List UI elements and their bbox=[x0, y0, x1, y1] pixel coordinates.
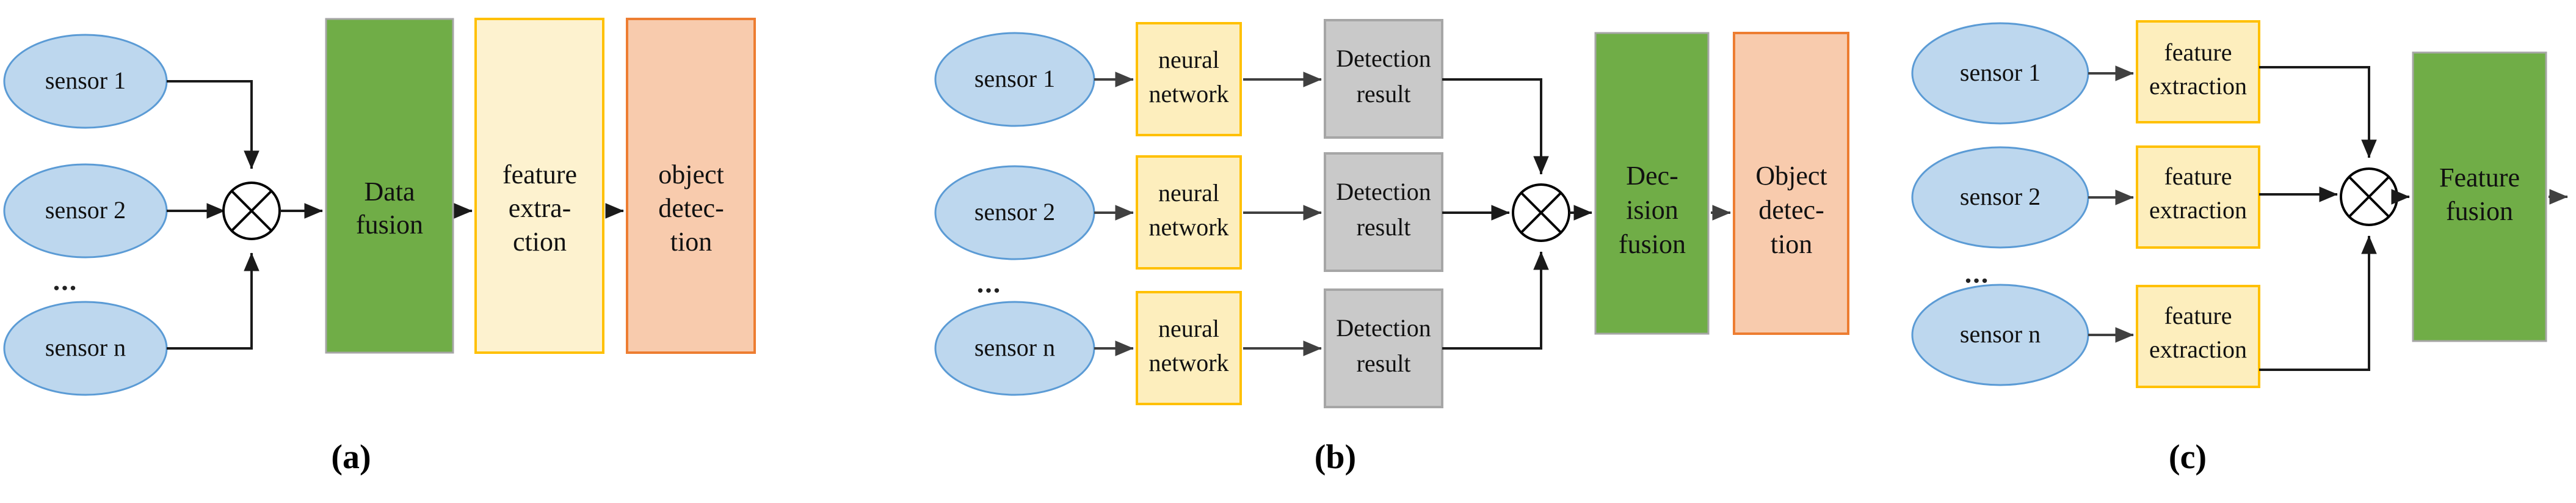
stage-line-3: fusion bbox=[1619, 229, 1686, 259]
panel-c-fusion-operator-icon bbox=[2340, 167, 2398, 226]
neural-network-box[interactable] bbox=[1136, 22, 1242, 136]
network-line-2: network bbox=[1148, 349, 1228, 376]
feature-extraction-box[interactable] bbox=[2136, 20, 2260, 123]
panel-a-edge-sensor1-to-fusion bbox=[167, 80, 259, 169]
result-line-1: Detection bbox=[1336, 314, 1431, 342]
panel-a-sensor-1[interactable]: sensor 1 bbox=[3, 34, 168, 129]
panel-c-row-1: sensor 1 feature extraction bbox=[1911, 20, 2377, 158]
stage-box[interactable] bbox=[2412, 51, 2547, 342]
panel-c-row-n: sensor n feature extraction bbox=[1911, 235, 2377, 388]
network-line-2: network bbox=[1148, 213, 1228, 241]
network-line-1: neural bbox=[1158, 179, 1219, 207]
stage-box[interactable] bbox=[1733, 32, 1849, 335]
panel-a-stage-feature-extraction[interactable]: feature extra- ction bbox=[474, 18, 604, 354]
panel-c-ellipsis: ... bbox=[1965, 258, 1990, 289]
stage-line-1: Data bbox=[364, 177, 415, 207]
panel-b-ellipsis: ... bbox=[977, 268, 1002, 299]
stage-line-3: tion bbox=[1771, 229, 1812, 259]
extractor-line-1: feature bbox=[2164, 302, 2232, 329]
stage-line-2: extra- bbox=[509, 193, 571, 223]
result-line-2: result bbox=[1357, 213, 1411, 241]
result-line-1: Detection bbox=[1336, 178, 1431, 205]
panel-b-edge-resultn-to-fusion bbox=[1442, 251, 1549, 350]
panel-a-label: (a) bbox=[331, 438, 371, 476]
panel-a-stage-data-fusion[interactable]: Data fusion bbox=[325, 18, 454, 354]
stage-line-2: ision bbox=[1626, 195, 1678, 225]
panel-a-edge-sensorn-to-fusion bbox=[167, 252, 259, 350]
extractor-line-1: feature bbox=[2164, 163, 2232, 190]
panel-b-edge-result1-to-fusion bbox=[1442, 78, 1549, 175]
sensor-label: sensor 2 bbox=[1960, 183, 2041, 210]
sensor-label: sensor n bbox=[45, 334, 126, 361]
stage-line-3: tion bbox=[670, 227, 712, 257]
panel-b-row-2: sensor 2 neural network Detection result bbox=[934, 152, 1510, 272]
panel-b-fusion-operator-icon bbox=[1512, 183, 1570, 242]
panel-a-sensor-n[interactable]: sensor n bbox=[3, 301, 168, 396]
stage-line-1: Object bbox=[1755, 161, 1827, 191]
extractor-line-1: feature bbox=[2164, 39, 2232, 66]
feature-extraction-box[interactable] bbox=[2136, 145, 2260, 249]
stage-line-2: fusion bbox=[2446, 196, 2513, 226]
sensor-label: sensor 2 bbox=[974, 198, 1055, 226]
panel-c-label: (c) bbox=[2169, 438, 2207, 476]
stage-box[interactable] bbox=[626, 18, 756, 354]
sensor-label: sensor 1 bbox=[974, 65, 1055, 92]
panel-a: sensor 1 sensor 2 ... sensor n Data fusi… bbox=[3, 18, 756, 476]
extractor-line-2: extraction bbox=[2149, 336, 2247, 363]
panel-a-ellipsis: ... bbox=[53, 265, 78, 296]
stage-line-1: Feature bbox=[2439, 163, 2520, 193]
stage-line-2: fusion bbox=[356, 210, 423, 240]
extractor-line-2: extraction bbox=[2149, 72, 2247, 100]
panel-b: sensor 1 neural network Detection result… bbox=[934, 19, 1849, 476]
sensor-label: sensor n bbox=[1960, 320, 2041, 348]
stage-line-1: feature bbox=[503, 160, 577, 189]
result-line-2: result bbox=[1357, 350, 1411, 377]
stage-line-1: object bbox=[658, 160, 724, 189]
stage-line-2: detec- bbox=[658, 193, 724, 223]
stage-line-1: Dec- bbox=[1626, 161, 1678, 191]
detection-result-box[interactable] bbox=[1324, 152, 1443, 272]
sensor-label: sensor 1 bbox=[45, 67, 126, 94]
extractor-line-2: extraction bbox=[2149, 196, 2247, 224]
stage-line-2: detec- bbox=[1758, 195, 1824, 225]
panel-c-row-2: sensor 2 feature extraction bbox=[1911, 145, 2338, 249]
panel-a-fusion-operator-icon bbox=[222, 182, 281, 240]
result-line-1: Detection bbox=[1336, 45, 1431, 72]
panel-b-row-n: sensor n neural network Detection result bbox=[934, 251, 1549, 408]
detection-result-box[interactable] bbox=[1324, 288, 1443, 408]
neural-network-box[interactable] bbox=[1136, 155, 1242, 270]
panel-c-edge-extractor1-to-fusion bbox=[2259, 66, 2377, 158]
feature-extraction-box[interactable] bbox=[2136, 285, 2260, 388]
panel-b-stage-object-detection[interactable]: Object detec- tion bbox=[1733, 32, 1849, 335]
panel-c-edge-extractorn-to-fusion bbox=[2259, 235, 2377, 371]
network-line-1: neural bbox=[1158, 46, 1219, 73]
panel-b-label: (b) bbox=[1315, 438, 1356, 476]
panel-a-stage-object-detection[interactable]: object detec- tion bbox=[626, 18, 756, 354]
result-line-2: result bbox=[1357, 80, 1411, 108]
panel-b-row-1: sensor 1 neural network Detection result bbox=[934, 19, 1549, 175]
panel-c-stage-feature-fusion[interactable]: Feature fusion bbox=[2412, 51, 2547, 342]
sensor-label: sensor n bbox=[974, 334, 1055, 361]
stage-box[interactable] bbox=[474, 18, 604, 354]
neural-network-box[interactable] bbox=[1136, 291, 1242, 405]
network-line-2: network bbox=[1148, 80, 1228, 108]
stage-box[interactable] bbox=[325, 18, 454, 354]
detection-result-box[interactable] bbox=[1324, 19, 1443, 139]
network-line-1: neural bbox=[1158, 315, 1219, 342]
panel-b-stage-decision-fusion[interactable]: Dec- ision fusion bbox=[1594, 32, 1710, 335]
stage-line-3: ction bbox=[513, 227, 567, 257]
sensor-label: sensor 2 bbox=[45, 196, 126, 224]
panel-a-sensor-2[interactable]: sensor 2 bbox=[3, 163, 168, 259]
sensor-label: sensor 1 bbox=[1960, 59, 2041, 86]
stage-box[interactable] bbox=[1594, 32, 1710, 335]
panel-c: sensor 1 feature extraction sensor 2 fea… bbox=[1911, 20, 2568, 476]
